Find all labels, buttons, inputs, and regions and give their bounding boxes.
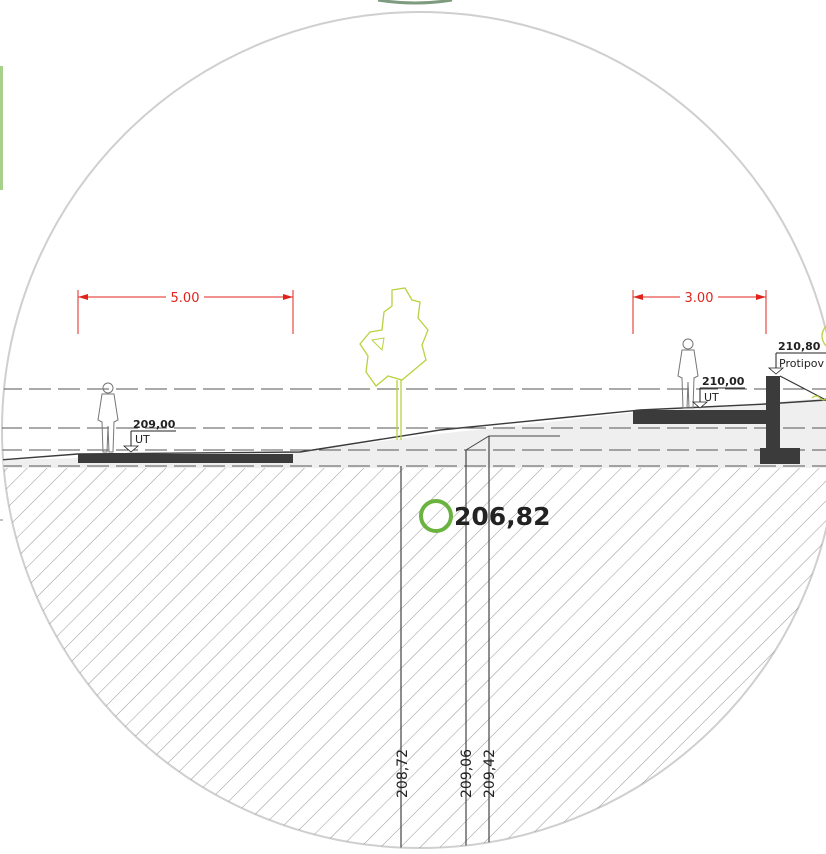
pipe-elevation-1: 208,72 (395, 749, 411, 798)
left-path-slab (78, 454, 293, 463)
pipe-elevation-3: 209,42 (482, 749, 498, 798)
elevation-right-value: 210,00 (702, 375, 745, 388)
circle-marker-icon (419, 499, 453, 533)
retaining-wall (766, 376, 780, 452)
terrain-profile (2, 399, 826, 461)
dimension-right: 3.00 (632, 290, 767, 334)
pipe-cap (465, 435, 560, 451)
dimension-left: 5.00 (77, 290, 294, 334)
highlight-elevation: 206,82 (454, 502, 550, 531)
person-icon (97, 382, 119, 453)
elevation-left-tag: UT (135, 433, 150, 446)
wall-footing (760, 448, 800, 464)
elevation-left-value: 209,00 (133, 418, 176, 431)
elevation-wall-tag: Protipov (779, 357, 825, 370)
section-content (2, 375, 826, 848)
edge-green-arc (821, 325, 826, 347)
elevation-marker-left: 209,00 UT (122, 418, 176, 453)
dimension-right-label: 3.00 (685, 291, 714, 306)
elevation-wall-value: 210,80 (778, 340, 821, 353)
elevation-marker-wall: 210,80 Protipov (767, 340, 826, 375)
top-green-arc (377, 0, 453, 5)
side-green-strip (0, 66, 3, 190)
dimension-left-label: 5.00 (171, 291, 200, 306)
elevation-right-tag: UT (704, 391, 719, 404)
person-icon (677, 338, 699, 409)
ground-hatch (2, 468, 826, 848)
edge-green-squiggle (811, 395, 826, 401)
tree-icon (359, 287, 429, 440)
pipe-elevation-2: 209,06 (459, 749, 475, 798)
elevation-marker-right: 210,00 UT (691, 375, 745, 409)
right-path-slab (633, 410, 768, 424)
slope-right (779, 375, 826, 401)
